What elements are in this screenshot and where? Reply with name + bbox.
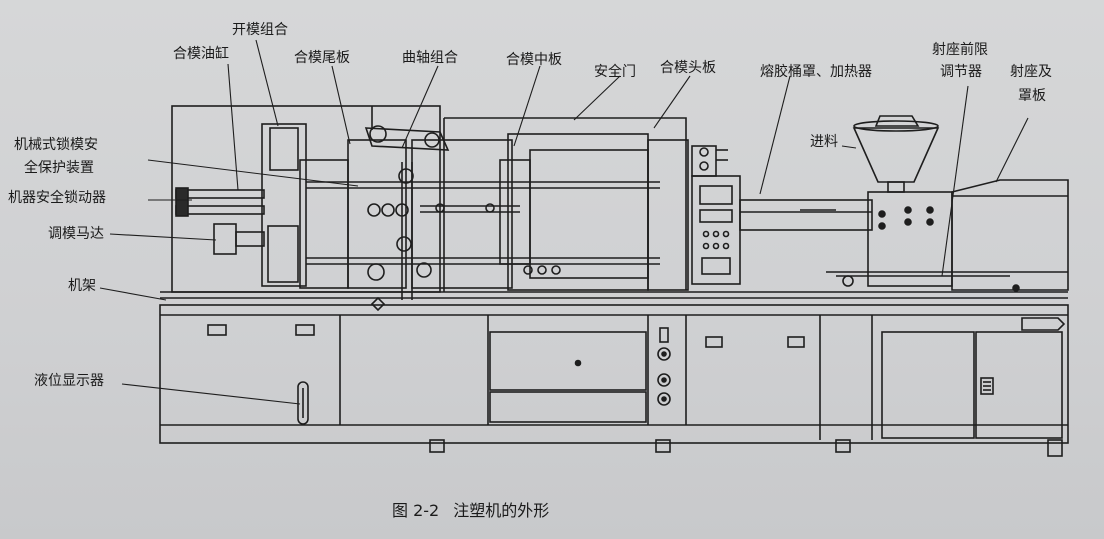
figure-title: 注塑机的外形 (453, 501, 550, 520)
label-clamp-head-plate: 合模头板 (660, 60, 716, 76)
tie-bars (306, 181, 660, 265)
machine-frame (159, 304, 1069, 457)
label-seat-cover-1: 射座及 (1010, 64, 1052, 80)
label-safety-door: 安全门 (594, 64, 636, 80)
label-barrel-cover-heater: 熔胶桶罩、加热器 (760, 64, 872, 80)
label-mold-open-group: 开模组合 (232, 22, 288, 38)
figure-number: 图 2-2 (392, 501, 440, 520)
clamp-head-plate (523, 139, 689, 291)
label-mech-lock-safety-2: 全保护装置 (24, 160, 94, 176)
label-clamp-mid-plate: 合模中板 (506, 52, 562, 68)
label-clamp-tail-plate: 合模尾板 (294, 50, 350, 66)
label-mech-lock-safety-1: 机械式锁模安 (14, 137, 98, 153)
label-crank-group: 曲轴组合 (402, 50, 458, 66)
label-mold-adjust-motor: 调模马达 (48, 226, 104, 242)
injection-unit (739, 115, 1069, 292)
label-seat-front-limit-1: 射座前限 (932, 42, 988, 58)
leader-lines (99, 39, 1029, 405)
label-feed: 进料 (810, 134, 838, 150)
label-clamp-cylinder: 合模油缸 (173, 46, 229, 62)
control-panel (691, 145, 741, 285)
toggle-crank-group (364, 125, 450, 312)
label-frame: 机架 (68, 278, 96, 294)
clamp-tail-assembly (175, 123, 407, 289)
label-seat-front-limit-2: 调节器 (940, 64, 982, 80)
label-seat-cover-2: 罩板 (1018, 88, 1046, 104)
label-machine-safety-lock: 机器安全锁动器 (8, 190, 106, 206)
label-level-indicator: 液位显示器 (34, 373, 104, 389)
figure-caption: 图 2-2 注塑机的外形 (392, 497, 563, 521)
